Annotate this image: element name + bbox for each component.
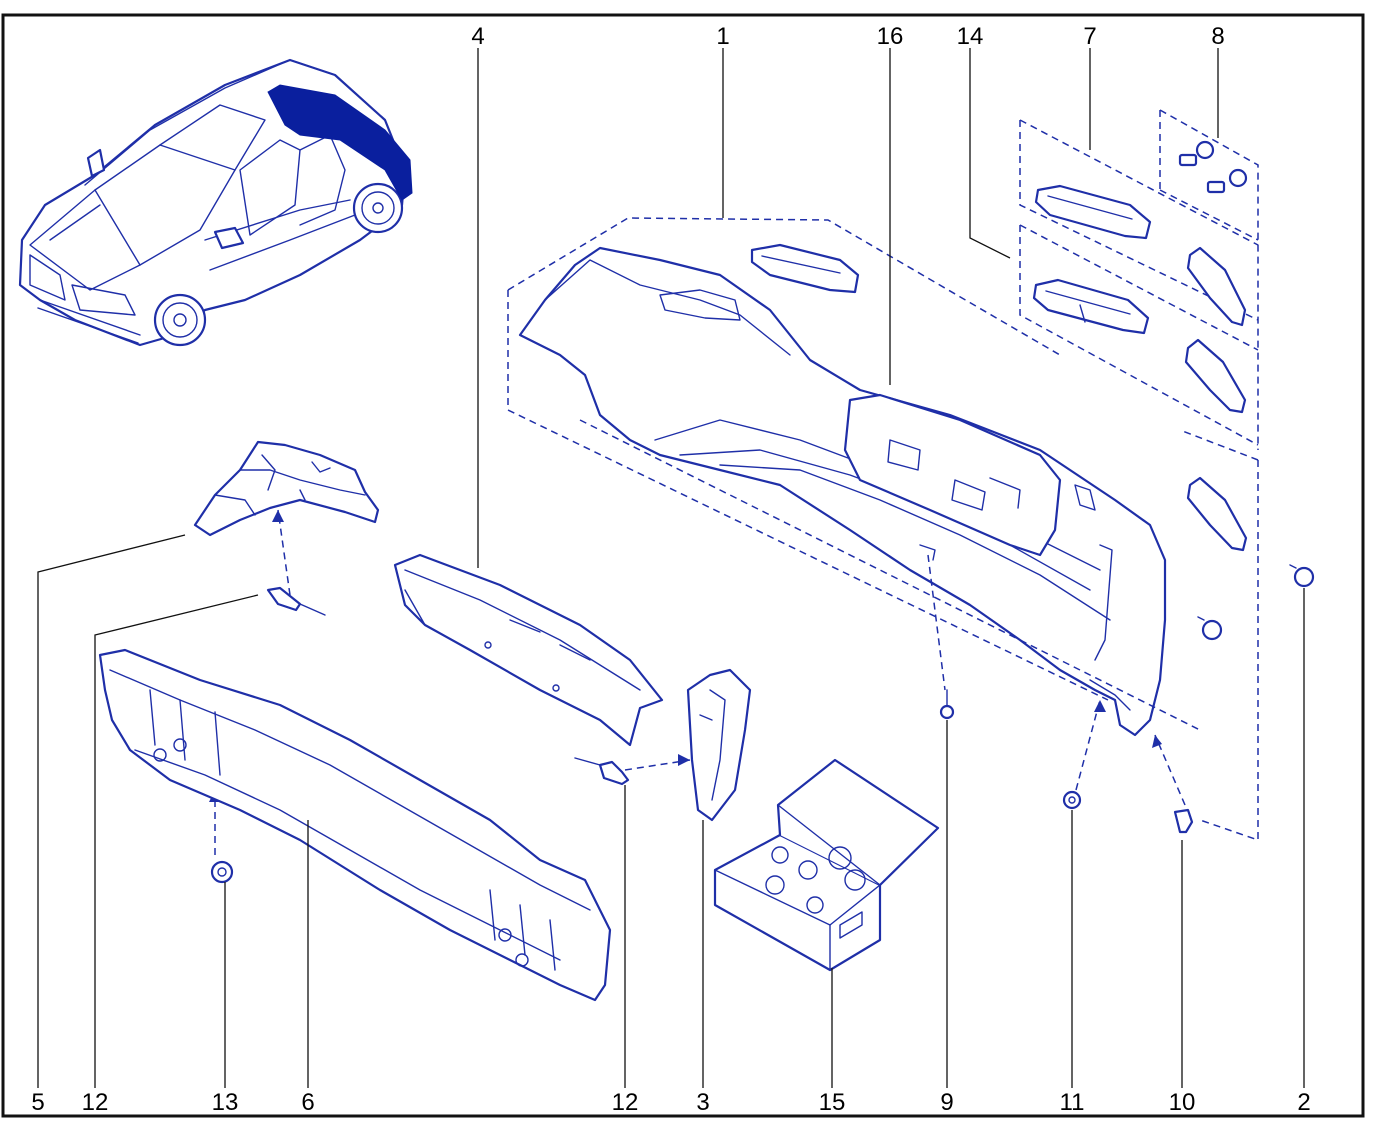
callout-1: 1 bbox=[716, 23, 729, 50]
bottom-callout-numbers: 5 12 13 6 12 3 15 9 11 10 2 bbox=[31, 1089, 1310, 1116]
callout-7: 7 bbox=[1083, 23, 1096, 50]
callout-6: 6 bbox=[301, 1089, 314, 1116]
part-2-clip bbox=[1289, 564, 1315, 588]
diagram-frame bbox=[1, 13, 1365, 1118]
assembly-dashed-outlines bbox=[209, 109, 1259, 855]
callout-15: 15 bbox=[819, 1089, 846, 1116]
part-4-upper-bracket bbox=[393, 553, 664, 747]
part-7-reflector-upper bbox=[1034, 184, 1152, 240]
top-callout-numbers: 4 1 16 14 7 8 bbox=[471, 23, 1224, 50]
part-13-grommet bbox=[210, 860, 234, 884]
callout-12-left: 12 bbox=[82, 1089, 109, 1116]
callout-9: 9 bbox=[940, 1089, 953, 1116]
part-12-push-pin-lower bbox=[574, 757, 630, 786]
car-overview-illustration bbox=[18, 58, 413, 347]
part-10-rivet bbox=[1173, 808, 1194, 834]
side-reflector-trims bbox=[1184, 246, 1248, 552]
callout-10: 10 bbox=[1169, 1089, 1196, 1116]
bumper-side-clip bbox=[1197, 616, 1223, 641]
part-5-side-bracket bbox=[193, 440, 380, 537]
rear-bumper-highlight bbox=[267, 84, 413, 201]
callout-12-right: 12 bbox=[612, 1089, 639, 1116]
part-8-clips bbox=[1178, 140, 1248, 194]
part-9-screw bbox=[939, 689, 955, 720]
part-15-fastener-kit-box bbox=[713, 758, 940, 972]
callout-5: 5 bbox=[31, 1089, 44, 1116]
callout-8: 8 bbox=[1211, 23, 1224, 50]
callout-13: 13 bbox=[212, 1089, 239, 1116]
part-3-side-bracket bbox=[686, 668, 752, 822]
callout-11: 11 bbox=[1060, 1089, 1085, 1116]
part-12-push-pin-upper bbox=[266, 586, 326, 616]
callout-4: 4 bbox=[471, 23, 484, 50]
part-14-reflector-lower bbox=[1032, 278, 1150, 335]
callout-3: 3 bbox=[696, 1089, 709, 1116]
part-1-rear-bumper bbox=[518, 243, 1167, 737]
part-11-nut bbox=[1062, 790, 1082, 810]
callout-16: 16 bbox=[877, 23, 904, 50]
callout-2: 2 bbox=[1297, 1089, 1310, 1116]
leader-lines bbox=[37, 48, 1305, 1088]
callout-14: 14 bbox=[957, 23, 984, 50]
part-6-impact-absorber bbox=[98, 648, 612, 1002]
